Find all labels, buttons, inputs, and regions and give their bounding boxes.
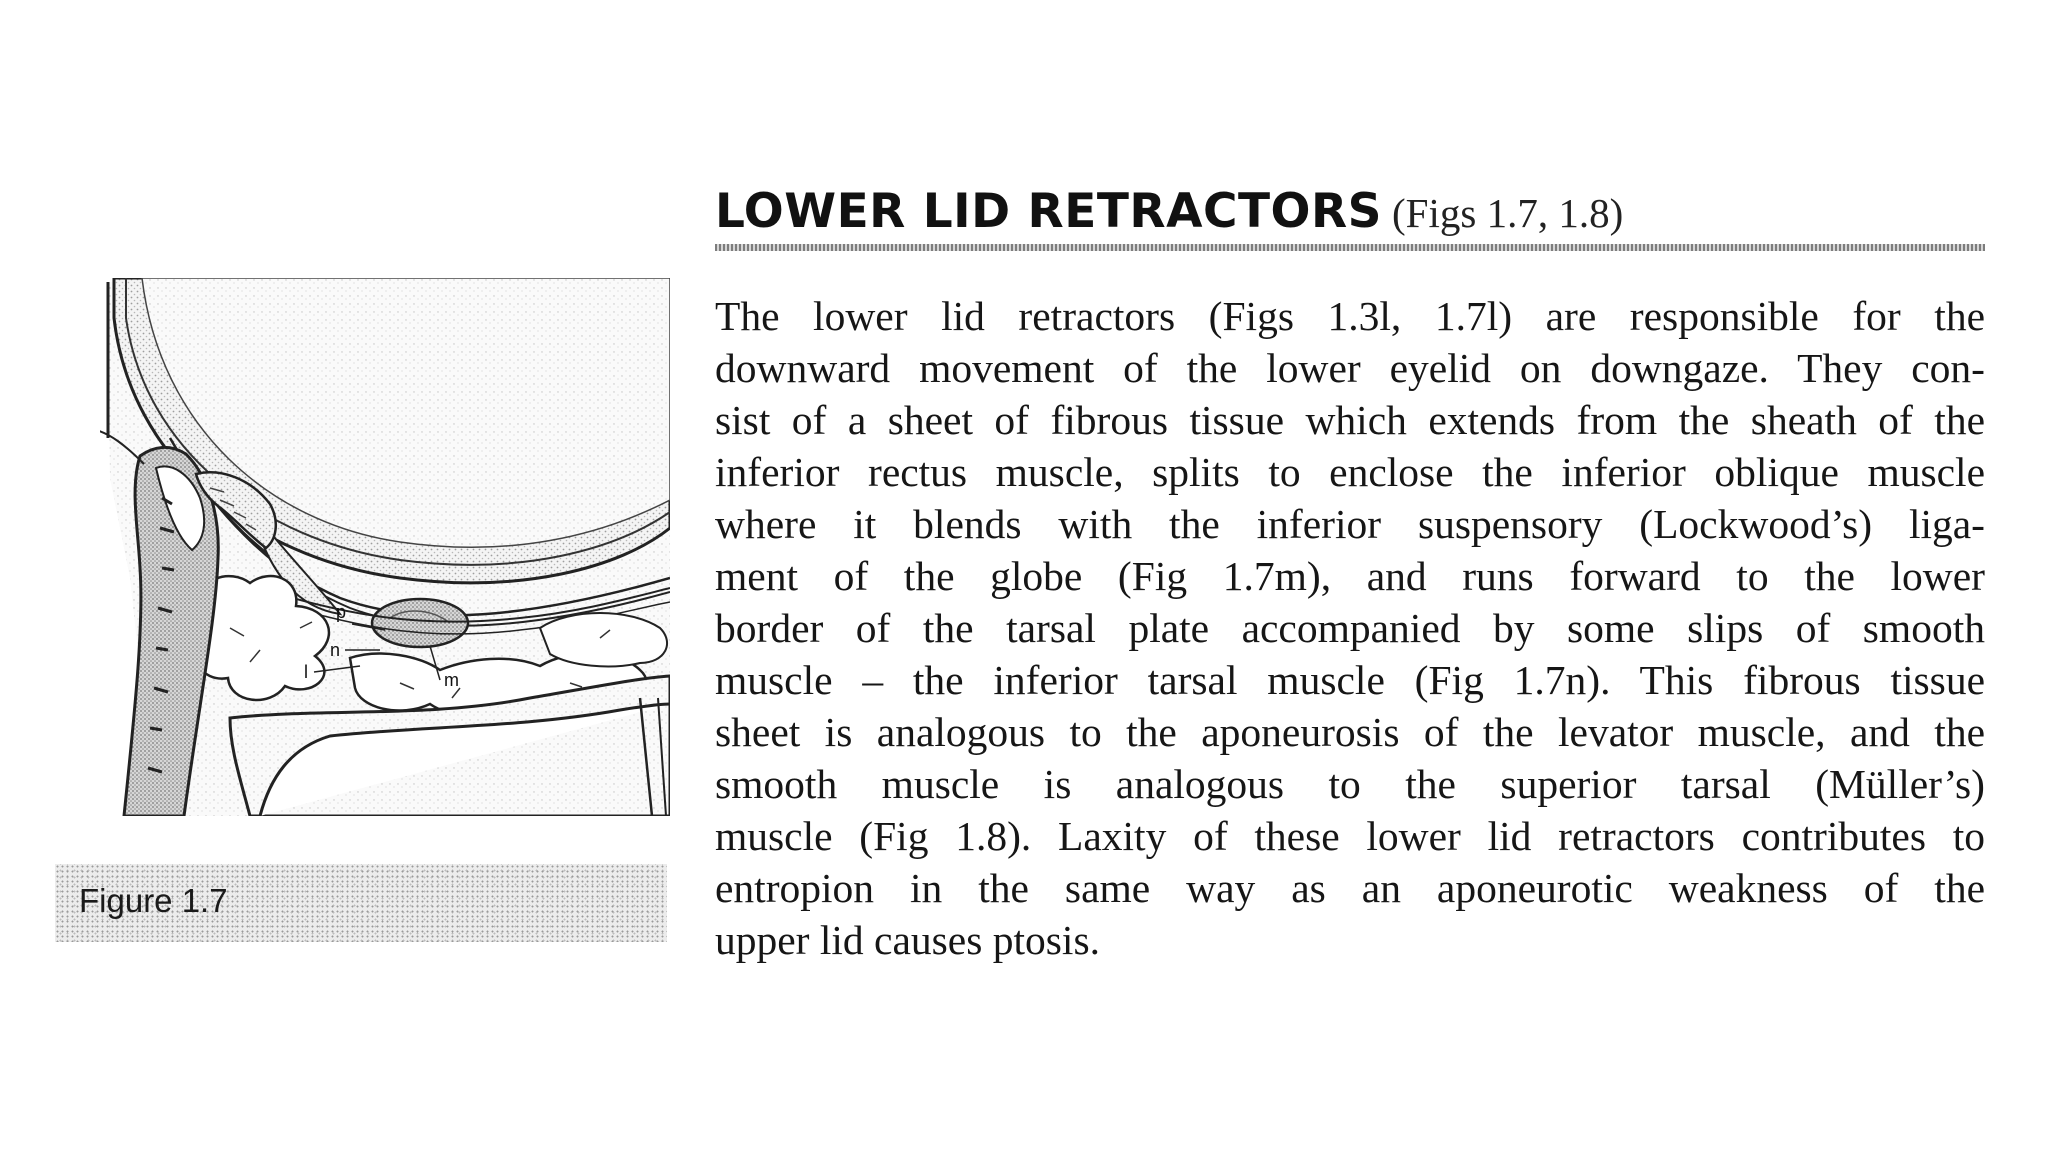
body-line: sheet is analogous to the aponeurosis of… (715, 709, 1985, 755)
label-m: m (444, 670, 459, 690)
section-heading: LOWER LID RETRACTORS(Figs 1.7, 1.8) (715, 184, 1985, 239)
body-line: muscle – the inferior tarsal muscle (Fig… (715, 657, 1985, 703)
body-line: ment of the globe (Fig 1.7m), and runs f… (715, 553, 1985, 599)
body-line: entropion in the same way as an aponeuro… (715, 865, 1985, 911)
body-line: downward movement of the lower eyelid on… (715, 345, 1985, 391)
body-line: inferior rectus muscle, splits to enclos… (715, 449, 1985, 495)
body-paragraph: The lower lid retractors (Figs 1.3l, 1.7… (715, 290, 1985, 966)
heading-rule (715, 244, 1985, 251)
body-line: The lower lid retractors (Figs 1.3l, 1.7… (715, 293, 1985, 339)
label-p: p (336, 602, 346, 622)
figure-caption: Figure 1.7 (79, 882, 228, 919)
body-line: border of the tarsal plate accompanied b… (715, 605, 1985, 651)
label-l: l (304, 662, 308, 682)
figure-caption-box: Figure 1.7 (55, 864, 667, 942)
section-title: LOWER LID RETRACTORS (715, 184, 1383, 239)
body-line: upper lid causes ptosis. (715, 917, 1100, 963)
section-figure-refs: (Figs 1.7, 1.8) (1392, 190, 1624, 236)
figure-illustration: p n l m (100, 278, 670, 816)
eyelid-cross-section-diagram: p n l m (100, 278, 670, 816)
body-line: muscle (Fig 1.8). Laxity of these lower … (715, 813, 1985, 859)
body-line: smooth muscle is analogous to the superi… (715, 761, 1985, 807)
label-n: n (330, 640, 340, 660)
body-line: where it blends with the inferior suspen… (715, 501, 1985, 547)
body-line: sist of a sheet of fibrous tissue which … (715, 397, 1985, 443)
